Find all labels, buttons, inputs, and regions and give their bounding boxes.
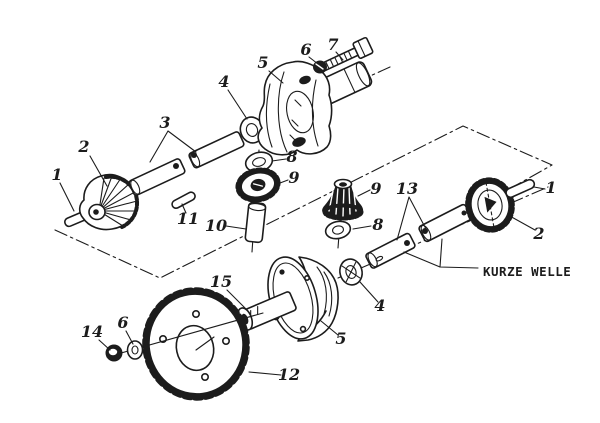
bolt-7 xyxy=(320,36,374,72)
pin-10 xyxy=(244,201,267,244)
callout-gear-right: 2 xyxy=(532,224,544,243)
callout-washer-center-right: 8 xyxy=(371,215,383,234)
pin-1-right xyxy=(505,178,536,199)
callout-pin-right: 1 xyxy=(545,178,556,197)
nut-14 xyxy=(105,344,123,362)
callout-bolt: 7 xyxy=(327,35,338,54)
callout-sprocket: 12 xyxy=(278,365,300,384)
washer-8-left xyxy=(244,151,274,173)
washer-4-bottom xyxy=(339,258,363,286)
housing-5-top xyxy=(257,60,373,156)
callout-bearing-bore: 15 xyxy=(210,272,232,291)
callout-shaft-pair-left: 3 xyxy=(159,113,170,132)
bevel-gear-9-right xyxy=(322,178,364,221)
shaft-13-lower xyxy=(365,232,416,269)
spur-gear-2-right xyxy=(465,177,515,233)
callout-housing-bottom: 5 xyxy=(335,329,346,348)
kurze-welle-text: KURZE WELLE xyxy=(483,264,571,279)
washer-6-bottom xyxy=(126,340,144,360)
callout-bevel-gear-right: 9 xyxy=(370,179,381,198)
callout-washer-top: 4 xyxy=(218,72,229,91)
reference-plane-line xyxy=(54,125,553,279)
bevel-gear-2-left xyxy=(78,173,140,231)
callout-washer-bottom: 4 xyxy=(374,296,385,315)
callout-dowel-pin: 10 xyxy=(205,216,227,235)
shaft-13-upper xyxy=(418,203,472,243)
housing-5-bottom xyxy=(236,256,339,342)
callout-housing-top: 5 xyxy=(257,53,268,72)
shaft-3-lower xyxy=(128,158,186,196)
spur-gear-9-left xyxy=(235,167,281,203)
callout-nut-top: 6 xyxy=(300,40,311,59)
callout-bevel-gear-left: 2 xyxy=(77,137,89,156)
nut-6-top xyxy=(313,60,327,74)
washer-8-right xyxy=(324,220,352,240)
leader-lines xyxy=(59,51,546,376)
callout-nut-bottom: 14 xyxy=(81,322,103,341)
callouts: 1 2 3 4 5 6 7 8 9 11 10 9 8 13 1 2 15 4 … xyxy=(51,35,571,384)
callout-pin-left: 1 xyxy=(51,165,62,184)
pin-11 xyxy=(171,191,196,210)
shaft-3-upper xyxy=(188,131,245,169)
callout-washer-small-bottom: 6 xyxy=(117,313,128,332)
callout-pin-center: 11 xyxy=(177,209,199,228)
callout-gear-center-left: 9 xyxy=(288,168,299,187)
sprocket-12 xyxy=(142,287,250,401)
callout-washer-center-left: 8 xyxy=(285,147,297,166)
callout-shaft-pair-right: 13 xyxy=(396,179,418,198)
